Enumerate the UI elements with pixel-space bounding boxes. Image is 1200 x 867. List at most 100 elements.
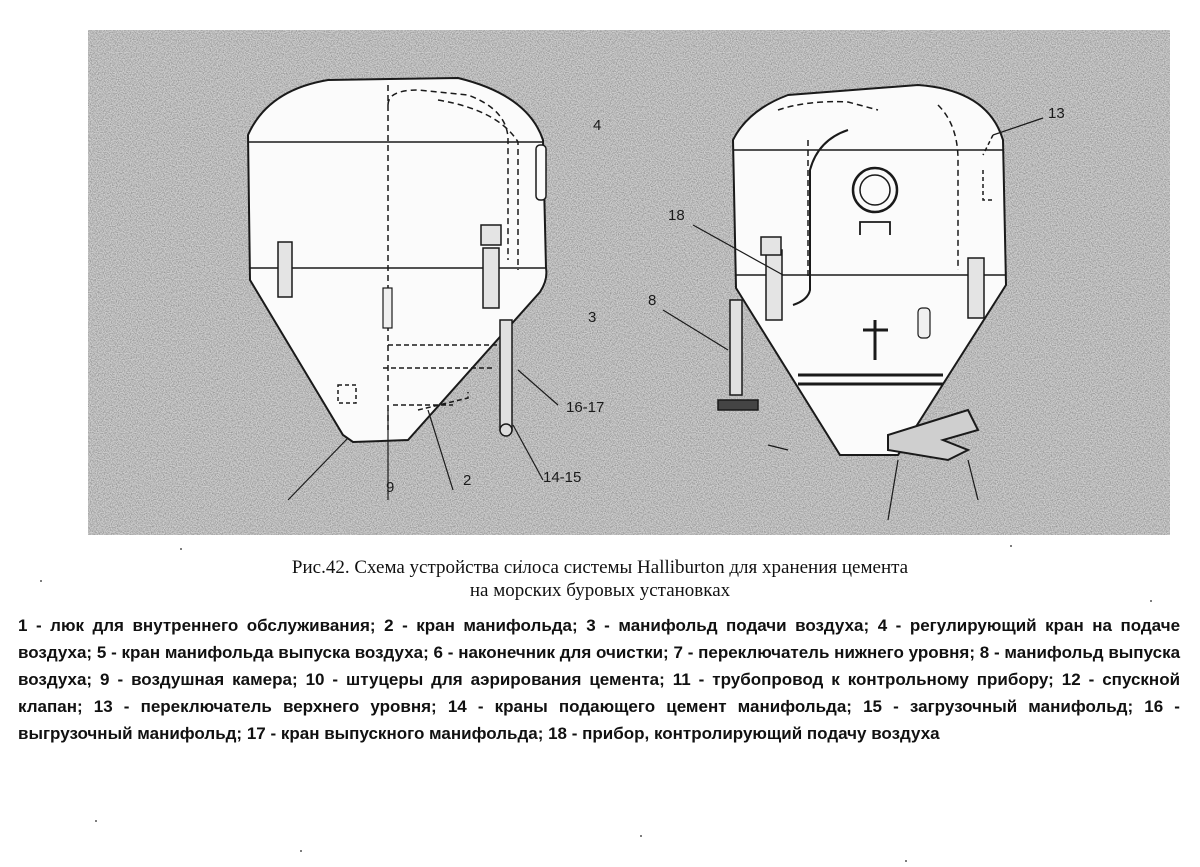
- legend-item-number: 2: [384, 616, 394, 635]
- callout-9: 9: [386, 479, 394, 496]
- scan-speck: [95, 820, 97, 822]
- left-silo-valve-wheel: [499, 423, 513, 437]
- legend-item-11: 11 - трубопровод к контрольному прибору;: [672, 670, 1054, 689]
- legend-item-text: штуцеры для аэрирования цемента;: [346, 670, 665, 689]
- right-silo-inner-pipe: [777, 100, 959, 280]
- silo-diagram-figure: 4 13 18 3 8 16-17 14-15 9 2: [88, 30, 1170, 535]
- callout-16-17: 16-17: [566, 399, 604, 416]
- caption-title-line-2: на морских буровых установках: [469, 580, 731, 601]
- legend-item-number: 12: [1061, 670, 1081, 689]
- scan-speck: [905, 860, 907, 862]
- callout-14-15: 14-15: [543, 469, 581, 486]
- legend-item-text: выгрузочный манифольд;: [18, 724, 243, 743]
- legend-item-text: переключатель верхнего уровня;: [140, 697, 437, 716]
- legend-item-text: загрузочный манифольд;: [909, 697, 1134, 716]
- legend-item-number: 3: [586, 616, 596, 635]
- legend-item-5: 5 - кран манифольда выпуска воздуха;: [96, 643, 429, 662]
- legend-item-number: 17: [246, 724, 266, 743]
- legend-item-9: 9 - воздушная камера;: [100, 670, 298, 689]
- scan-speck: [180, 548, 182, 550]
- legend-item-number: 18: [548, 724, 568, 743]
- legend-item-text: воздушная камера;: [131, 670, 298, 689]
- halftone-noise: [88, 30, 1170, 535]
- right-silo-side-door: [917, 307, 931, 339]
- scan-speck: [1010, 545, 1012, 547]
- left-silo-inner-pipe-2: [437, 99, 519, 270]
- right-silo-body: [731, 83, 1008, 456]
- legend-item-number: 4: [877, 616, 888, 635]
- legend-item-text: переключатель нижнего уровня;: [698, 643, 975, 662]
- right-silo-manhole-inner: [859, 174, 891, 206]
- legend-item-number: 6: [433, 643, 444, 662]
- legend-item-text: кран манифольда выпуска воздуха;: [121, 643, 429, 662]
- right-silo-bottom-valve: [717, 399, 759, 411]
- legend-item-text: краны подающего цемент манифольда;: [494, 697, 852, 716]
- legend-item-16: 16 - выгрузочный манифольд;: [18, 697, 1180, 743]
- legend-item-text: трубопровод к контрольному прибору;: [712, 670, 1054, 689]
- scan-speck: [40, 580, 42, 582]
- left-silo-ladder-bracket-left: [277, 241, 293, 298]
- left-silo: [246, 76, 559, 501]
- legend-item-text: прибор, контролирующий подачу воздуха: [582, 724, 940, 743]
- figure-legend: 1 - люк для внутреннего обслуживания; 2 …: [18, 612, 1180, 747]
- silo-diagram-svg: 4 13 18 3 8 16-17 14-15 9 2: [88, 30, 1170, 535]
- callout-2: 2: [463, 472, 471, 489]
- legend-item-15: 15 - загрузочный манифольд;: [863, 697, 1134, 716]
- legend-item-number: 8: [979, 643, 990, 662]
- legend-item-text: наконечник для очистки;: [458, 643, 669, 662]
- scan-speck: [1150, 600, 1152, 602]
- legend-item-10: 10 - штуцеры для аэрирования цемента;: [305, 670, 665, 689]
- right-silo-manhole-handle: [859, 221, 891, 235]
- right-silo-air-line: [792, 129, 849, 306]
- right-silo-side-valve-column: [729, 299, 743, 396]
- legend-item-6: 6 - наконечник для очистки;: [433, 643, 669, 662]
- scan-speck: [300, 850, 302, 852]
- figure-caption: Рис.42. Схема устройства силоса системы …: [0, 556, 1200, 602]
- legend-item-number: 5: [96, 643, 107, 662]
- legend-item-text: люк для внутреннего обслуживания;: [50, 616, 376, 635]
- legend-item-13: 13 - переключатель верхнего уровня;: [93, 697, 437, 716]
- right-silo-hatch: [760, 236, 782, 256]
- callout-8: 8: [648, 292, 656, 309]
- right-silo: [662, 83, 1044, 521]
- legend-item-number: 16: [1144, 697, 1164, 716]
- legend-item-7: 7 - переключатель нижнего уровня;: [673, 643, 975, 662]
- caption-title-line-1: Рис.42. Схема устройства силоса системы …: [291, 557, 909, 578]
- legend-item-number: 7: [673, 643, 683, 662]
- right-silo-ladder-bracket-right: [967, 257, 985, 319]
- legend-item-number: 15: [863, 697, 883, 716]
- left-silo-bottom-flange: [337, 384, 357, 404]
- callout-4: 4: [593, 117, 601, 134]
- left-silo-leader-e: [517, 369, 559, 406]
- right-silo-discharge-cluster: [887, 408, 980, 462]
- left-silo-hatch: [480, 224, 502, 246]
- left-silo-body: [246, 76, 548, 444]
- legend-item-text: манифольд подачи воздуха;: [618, 616, 870, 635]
- left-silo-leader-c: [427, 409, 454, 491]
- legend-item-8: 8 - манифольд выпуска воздуха;: [18, 643, 1181, 689]
- legend-item-2: 2 - кран манифольда;: [384, 616, 578, 635]
- left-silo-sight-glass: [382, 287, 393, 329]
- legend-item-number: 1: [18, 616, 28, 635]
- legend-item-12: 12 - спускной клапан;: [18, 670, 1181, 716]
- callout-13: 13: [1048, 105, 1065, 122]
- right-silo-leader-c: [767, 444, 789, 451]
- left-silo-side-valve-column: [499, 319, 513, 431]
- legend-item-text: спускной клапан;: [18, 670, 1181, 716]
- legend-item-3: 3 - манифольд подачи воздуха;: [586, 616, 870, 635]
- legend-item-4: 4 - регулирующий кран на подаче воздуха;: [18, 616, 1181, 662]
- left-silo-leader-a: [287, 437, 349, 501]
- right-silo-leader-f: [992, 117, 1044, 136]
- legend-item-14: 14 - краны подающего цемент манифольда;: [447, 697, 852, 716]
- legend-item-18: 18 - прибор, контролирующий подачу возду…: [548, 724, 940, 743]
- legend-item-number: 14: [447, 697, 467, 716]
- left-silo-ladder-bracket-right: [482, 247, 500, 309]
- scan-speck: [520, 560, 522, 562]
- callout-18: 18: [668, 207, 685, 224]
- right-silo-leader-a: [692, 224, 784, 276]
- right-silo-leader-d: [887, 459, 899, 521]
- right-silo-leader-b: [662, 309, 729, 351]
- right-silo-leader-e: [967, 459, 979, 501]
- legend-item-text: регулирующий кран на подаче воздуха;: [18, 616, 1181, 662]
- legend-item-text: кран манифольда;: [416, 616, 578, 635]
